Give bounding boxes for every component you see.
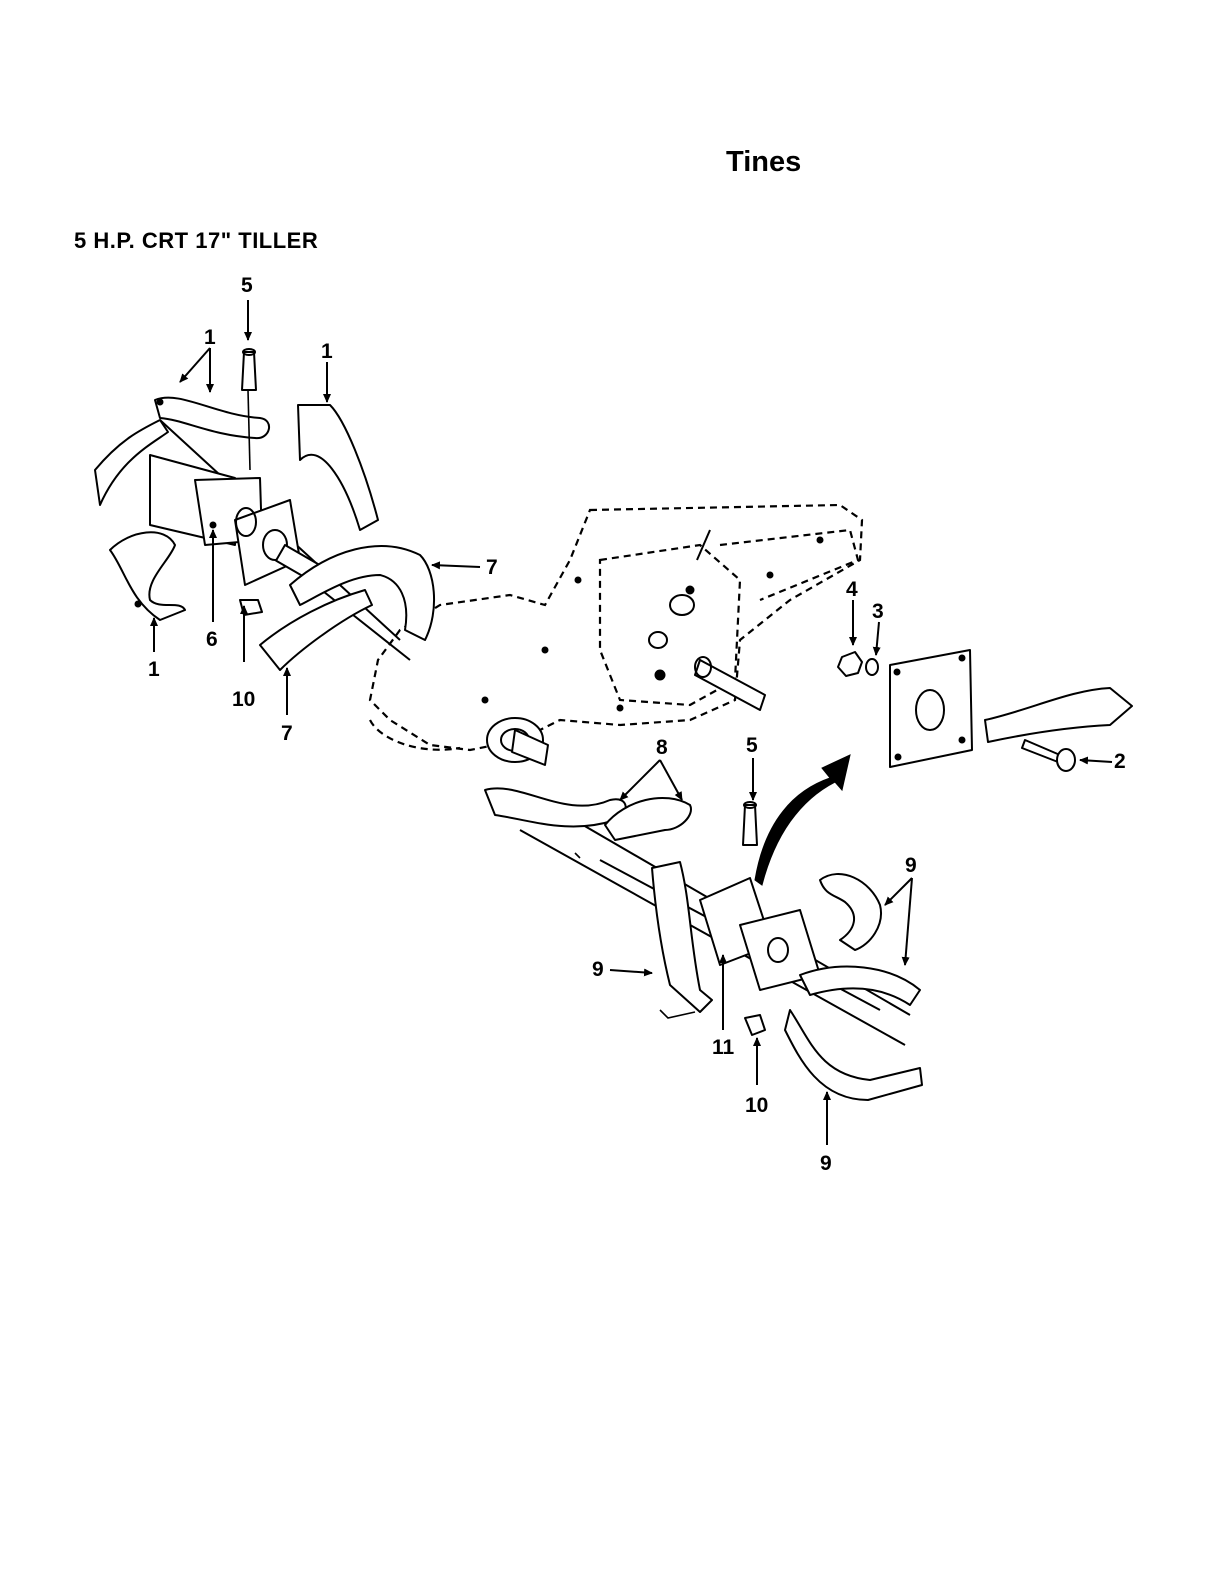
callout-2: 2 (1114, 750, 1126, 773)
callout-9-left: 9 (592, 958, 604, 981)
hardware-left (242, 349, 256, 470)
callout-10-bottom: 10 (745, 1094, 768, 1117)
right-tine-assembly (485, 755, 922, 1100)
callout-7-bottom: 7 (281, 722, 293, 745)
callout-1-bottom-left: 1 (148, 658, 160, 681)
callout-1-top-left: 1 (204, 326, 216, 349)
left-tine-assembly (95, 398, 434, 670)
callout-8: 8 (656, 736, 668, 759)
callout-11: 11 (712, 1036, 735, 1059)
callout-10-left: 10 (232, 688, 255, 711)
callout-9-right: 9 (905, 854, 917, 877)
transmission-housing (370, 505, 862, 765)
callout-3: 3 (872, 600, 884, 623)
side-plate-assembly (838, 650, 1132, 771)
callout-4: 4 (846, 578, 858, 601)
callout-6: 6 (206, 628, 218, 651)
callout-7-right: 7 (486, 556, 498, 579)
callout-1-top-right: 1 (321, 340, 333, 363)
callout-9-bottom: 9 (820, 1152, 832, 1175)
callout-5-top: 5 (241, 274, 253, 297)
callout-5-bottom: 5 (746, 734, 758, 757)
